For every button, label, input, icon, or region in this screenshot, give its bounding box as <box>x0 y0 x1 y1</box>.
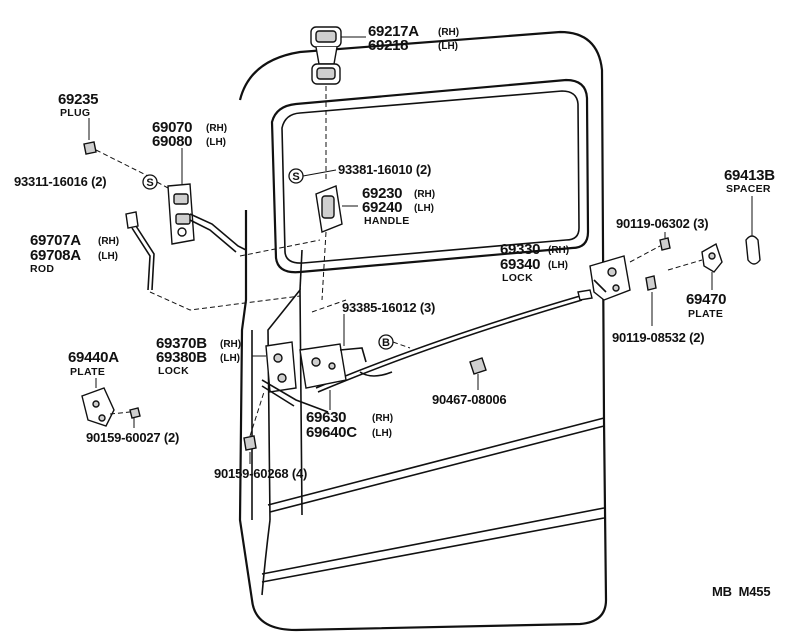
inside-handle-part: S <box>288 168 358 301</box>
screw-93385-group: B <box>311 299 411 350</box>
handle-name: HANDLE <box>364 215 410 227</box>
hinge-lh-number: 69080 <box>152 133 192 150</box>
handle-rh-number: 69230 <box>362 185 402 202</box>
cable-lh-side: (LH) <box>372 428 392 439</box>
hinge-rh-side: (RH) <box>206 123 227 134</box>
lock-rear-lh-number: 69340 <box>500 256 540 273</box>
lock-front-rh-side: (RH) <box>220 339 241 350</box>
lock-front-name: LOCK <box>158 365 189 377</box>
bolt-90119-08532-number: 90119-08532 (2) <box>612 330 704 345</box>
outside-handle-part <box>310 26 366 180</box>
bolt-90159-60027-number: 90159-60027 (2) <box>86 430 179 445</box>
cable-lh-number: 69640C <box>306 424 357 441</box>
cable-rh-side: (RH) <box>372 413 393 424</box>
diagram-reference-code: MB M455 <box>712 584 770 599</box>
lock-front-lh-side: (LH) <box>220 353 240 364</box>
handle-lh-side: (LH) <box>414 203 434 214</box>
screw-93311-number: 93311-16016 (2) <box>14 174 106 189</box>
hinge-part <box>167 148 247 253</box>
outside-handle-rh-number: 69217A <box>368 23 419 40</box>
rear-plate-part <box>667 242 723 290</box>
outside-handle-lh-number: 69218 <box>368 37 408 54</box>
clip-90467-number: 90467-08006 <box>432 392 506 407</box>
rod-lh-side: (LH) <box>98 251 118 262</box>
rod-rh-side: (RH) <box>98 236 119 247</box>
s-marker-left: S <box>146 177 153 189</box>
lock-rear-name: LOCK <box>502 272 533 284</box>
spacer-number: 69413B <box>724 167 775 184</box>
rod-name: ROD <box>30 263 54 275</box>
front-lock-part <box>252 341 367 413</box>
outside-handle-rh-side: (RH) <box>438 27 459 38</box>
door-window <box>270 78 590 274</box>
rod-rh-number: 69707A <box>30 232 81 249</box>
spacer-part <box>745 196 761 265</box>
plate-front-name: PLATE <box>70 366 105 378</box>
plug-number: 69235 <box>58 91 98 108</box>
plate-rear-name: PLATE <box>688 308 723 320</box>
plate-front-number: 69440A <box>68 349 119 366</box>
b-marker: B <box>382 337 390 349</box>
door-panel <box>238 30 608 632</box>
plug-part <box>83 118 149 177</box>
bolt-rear-bottom <box>645 275 657 326</box>
bolt-90159-60268-number: 90159-60268 (4) <box>214 466 307 481</box>
bolt-90159-60268-part <box>243 391 265 464</box>
lock-rear-lh-side: (LH) <box>548 260 568 271</box>
s-marker-handle: S <box>292 171 299 183</box>
bolt-rear-top <box>629 232 671 263</box>
handle-rh-side: (RH) <box>414 189 435 200</box>
screw-93385-number: 93385-16012 (3) <box>342 300 435 315</box>
screw-marker-left: S <box>142 174 169 190</box>
handle-lh-number: 69240 <box>362 199 402 216</box>
hinge-rh-number: 69070 <box>152 119 192 136</box>
bolt-90119-06302-number: 90119-06302 (3) <box>616 216 708 231</box>
plug-name: PLUG <box>60 107 90 119</box>
outside-handle-lh-side: (LH) <box>438 41 458 52</box>
lock-front-rh-number: 69370B <box>156 335 207 352</box>
rear-lock-part <box>589 255 631 301</box>
rod-part <box>125 211 321 311</box>
hinge-lh-side: (LH) <box>206 137 226 148</box>
front-plate-part <box>81 378 141 428</box>
plate-rear-number: 69470 <box>686 291 726 308</box>
clip-part <box>469 357 487 390</box>
lock-rear-rh-number: 69330 <box>500 241 540 258</box>
rod-lh-number: 69708A <box>30 247 81 264</box>
screw-93381-number: 93381-16010 (2) <box>338 162 431 177</box>
cable-rh-number: 69630 <box>306 409 346 426</box>
lock-front-lh-number: 69380B <box>156 349 207 366</box>
spacer-name: SPACER <box>726 183 771 195</box>
lock-rear-rh-side: (RH) <box>548 245 569 256</box>
